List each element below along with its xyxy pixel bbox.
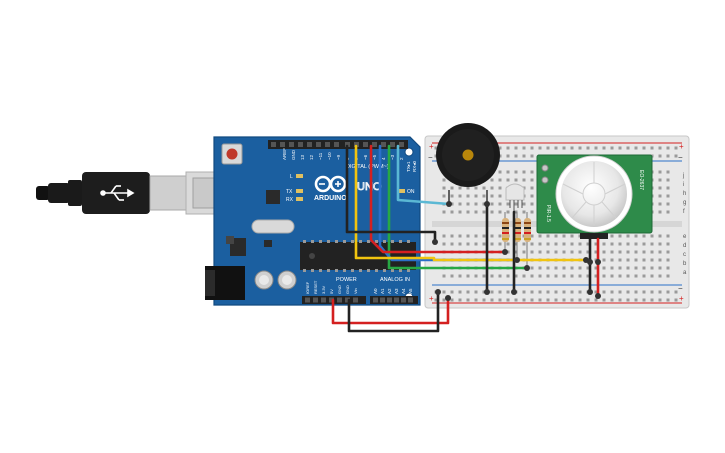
wire-endpoints — [432, 201, 601, 301]
reset-button-cap[interactable] — [226, 148, 238, 160]
tx-led-label: TX — [286, 189, 293, 195]
pir-model-label: PIR-1.5 — [545, 205, 551, 222]
row-letter-a: a — [683, 270, 687, 276]
a1-pin-label: A1 — [380, 288, 385, 294]
bottom-power-rail[interactable] — [432, 285, 682, 303]
row-letter-e: e — [683, 234, 687, 240]
piezo-buzzer[interactable] — [436, 123, 500, 203]
rail-minus-label-bottom-right: − — [678, 284, 683, 293]
pin-13-label: 13 — [300, 154, 305, 160]
pin-5-label: ~5 — [372, 154, 377, 160]
pir-side-label: EO-2637 — [638, 170, 644, 190]
arduino-brand-label: ARDUINO — [314, 195, 347, 202]
a2-pin-label: A2 — [387, 288, 392, 294]
gnd-pin-label-2: GND — [345, 285, 350, 294]
crystal-oscillator — [251, 219, 295, 234]
rgb-led-icon — [505, 183, 525, 201]
wire-yellow[interactable] — [354, 144, 588, 262]
usb-symbol-icon — [100, 185, 135, 201]
usb-cable[interactable] — [36, 171, 245, 215]
rail-plus-label: + — [429, 142, 434, 151]
pin-10-label: ~10 — [327, 152, 332, 160]
pin-6-label: ~6 — [363, 154, 368, 160]
pin-3-label: ~3 — [390, 154, 395, 160]
pir-dome — [561, 161, 627, 227]
uno-model-label: UNO — [357, 181, 382, 193]
capacitor — [254, 270, 274, 290]
wire-black-gnd-top[interactable] — [345, 144, 437, 244]
ioref-pin-label: IOREF — [305, 281, 310, 294]
pin-1-label: TX▸1 — [406, 161, 411, 172]
rail-plus-label-right: + — [679, 142, 684, 151]
gnd-pin-label-1: GND — [337, 285, 342, 294]
arduino-infinity-logo-icon — [314, 175, 347, 193]
pin-4-label: 4 — [381, 157, 386, 160]
pin-9-label: ~9 — [336, 154, 341, 160]
atmega-microcontroller-chip — [300, 240, 416, 272]
row-letter-c: c — [683, 252, 686, 258]
a5-pin-label: A5 — [408, 288, 413, 294]
l-led-label: L — [290, 174, 293, 180]
resistor-2[interactable] — [514, 212, 521, 260]
power-header-label: POWER — [336, 277, 357, 283]
reset-pin-label: RESET — [313, 280, 318, 294]
rail-plus-label-bottom: + — [429, 294, 434, 303]
wire-red-signal[interactable] — [369, 144, 507, 254]
pin-2-label: 2 — [399, 157, 404, 160]
row-letter-g: g — [683, 200, 686, 206]
pir-motion-sensor[interactable]: PIR-1.5 EO-2637 — [536, 154, 653, 239]
row-letter-d: d — [683, 243, 686, 249]
a4-pin-label: A4 — [401, 288, 406, 294]
rail-minus-label-right: − — [678, 153, 683, 162]
pin-12-label: 12 — [309, 154, 314, 160]
resistor-1[interactable] — [502, 212, 509, 252]
pir-pin-header — [580, 233, 608, 239]
on-led — [398, 189, 405, 193]
rail-plus-label-bottom-right: + — [679, 294, 684, 303]
arduino-uno-board[interactable]: AREF GND 13 12 ~11 ~10 ~9 8 7 ~6 ~5 4 ~3… — [205, 136, 421, 306]
tx-led — [296, 189, 303, 193]
vin-pin-label: Vin — [353, 288, 358, 294]
wire-red-5v[interactable] — [331, 296, 450, 325]
usb-plug-icon — [36, 186, 50, 200]
5v-pin-label: 5V — [329, 289, 334, 294]
usb-interface-chip — [266, 190, 280, 204]
3v3-pin-label: 3.3V — [321, 285, 326, 294]
digital-header-label: DIGITAL (PWM~) — [346, 164, 389, 170]
analog-header-label: ANALOG IN — [380, 277, 410, 283]
aref-pin-label: AREF — [282, 148, 287, 160]
rx-led-label: RX — [286, 197, 294, 203]
a0-pin-label: A0 — [373, 288, 378, 294]
row-letter-b: b — [683, 261, 687, 267]
wire-black-gnd[interactable] — [347, 290, 440, 333]
pir-sensitivity-knob[interactable] — [541, 164, 549, 172]
rgb-led[interactable] — [505, 183, 525, 212]
wire-cyan[interactable] — [396, 144, 451, 206]
pin-0-label: RX◂0 — [412, 160, 417, 172]
row-letter-h: h — [683, 191, 686, 197]
capacitor — [277, 270, 297, 290]
l-led — [296, 174, 303, 178]
on-led-label: ON — [407, 189, 415, 195]
rx-led — [296, 197, 303, 201]
row-letter-i: i — [683, 182, 684, 188]
rail-minus-label: − — [428, 153, 433, 162]
row-letter-j: j — [682, 173, 684, 179]
row-letter-f: f — [683, 209, 685, 215]
a3-pin-label: A3 — [394, 288, 399, 294]
terminal-strip-bottom[interactable] — [440, 230, 674, 278]
pin-11-label: ~11 — [318, 152, 323, 160]
resistor-3[interactable] — [524, 212, 531, 268]
pir-delay-knob[interactable] — [541, 176, 549, 184]
gnd-pin-label: GND — [291, 149, 296, 160]
